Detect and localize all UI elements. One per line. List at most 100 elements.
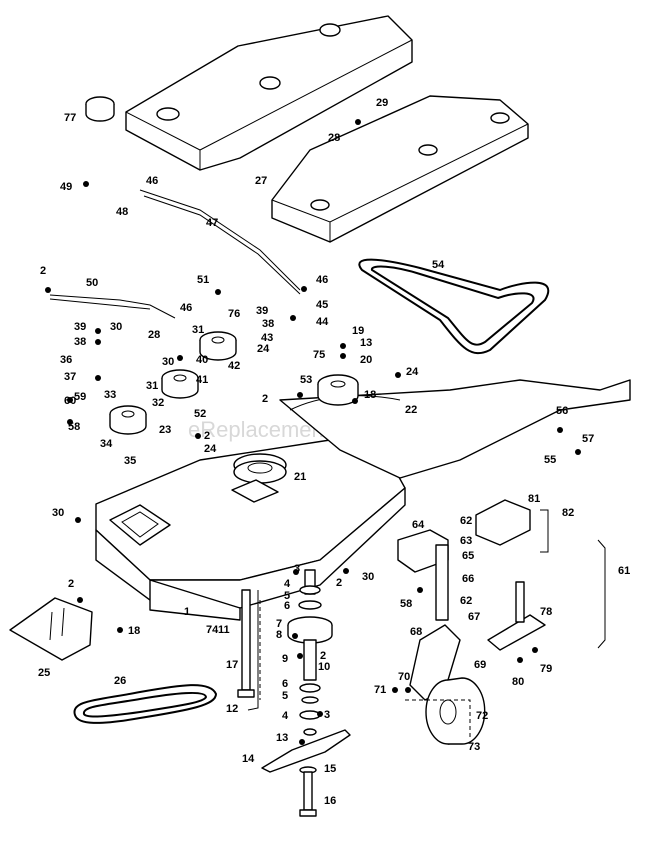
callout-46: 46	[146, 175, 158, 187]
callout-14: 14	[242, 753, 255, 765]
callout-79: 79	[540, 663, 552, 675]
callout-11: 11	[218, 624, 230, 636]
callout-55: 55	[544, 454, 556, 466]
callout-6: 6	[284, 600, 290, 612]
callout-41: 41	[196, 374, 208, 386]
callout-42: 42	[228, 360, 240, 372]
callout-45: 45	[316, 299, 328, 311]
pulley-20	[317, 374, 359, 406]
callout-2: 2	[262, 393, 268, 405]
callout-46: 46	[180, 302, 192, 314]
callout-34: 34	[100, 438, 113, 450]
pulley-31-top	[199, 331, 237, 361]
callout-43: 43	[261, 332, 273, 344]
callout-62: 62	[460, 515, 472, 527]
callout-24: 24	[257, 343, 270, 355]
rod-50	[49, 294, 176, 319]
callout-18: 18	[364, 389, 376, 401]
callout-80: 80	[512, 676, 524, 688]
cover-knob	[85, 96, 115, 122]
callout-2: 2	[320, 650, 326, 662]
callout-28: 28	[328, 132, 340, 144]
callout-30: 30	[110, 321, 122, 333]
callout-60: 60	[64, 395, 76, 407]
pulley-34	[109, 405, 147, 435]
callout-54: 54	[432, 259, 445, 271]
callout-2: 2	[40, 265, 46, 277]
callout-21: 21	[294, 471, 306, 483]
callout-57: 57	[582, 433, 594, 445]
callout-24: 24	[204, 443, 217, 455]
bracket-line-61	[597, 539, 606, 649]
callout-30: 30	[362, 571, 374, 583]
callout-64: 64	[412, 519, 425, 531]
callout-35: 35	[124, 455, 136, 467]
callout-62: 62	[460, 595, 472, 607]
callout-39: 39	[256, 305, 268, 317]
arm-78	[487, 614, 546, 651]
callout-23: 23	[159, 424, 171, 436]
callout-50: 50	[86, 277, 98, 289]
callout-4: 4	[282, 710, 289, 722]
callout-38: 38	[74, 336, 86, 348]
callout-20: 20	[360, 354, 372, 366]
pulley-31-mid	[161, 369, 199, 399]
callout-15: 15	[324, 763, 336, 775]
callout-19: 19	[352, 325, 364, 337]
belt-26	[73, 684, 218, 724]
deck-cover-right	[271, 95, 529, 243]
callout-39: 39	[74, 321, 86, 333]
callout-77: 77	[64, 112, 76, 124]
control-rod-47	[139, 189, 301, 291]
callout-31: 31	[146, 380, 158, 392]
callout-6: 6	[282, 678, 288, 690]
shaft-17	[237, 589, 261, 700]
callout-17: 17	[226, 659, 238, 671]
callout-2: 2	[336, 577, 342, 589]
callout-58: 58	[400, 598, 412, 610]
callout-74: 74	[206, 624, 219, 636]
callout-2: 2	[68, 578, 74, 590]
callout-28: 28	[148, 329, 160, 341]
callout-81: 81	[528, 493, 540, 505]
callout-27: 27	[255, 175, 267, 187]
callout-70: 70	[398, 671, 410, 683]
callout-68: 68	[410, 626, 422, 638]
callout-12: 12	[226, 703, 238, 715]
deck-cover-left	[125, 15, 413, 171]
callout-25: 25	[38, 667, 50, 679]
callout-37: 37	[64, 371, 76, 383]
callout-30: 30	[162, 356, 174, 368]
callout-69: 69	[474, 659, 486, 671]
callout-61: 61	[618, 565, 630, 577]
callout-16: 16	[324, 795, 336, 807]
callout-58: 58	[68, 421, 80, 433]
callout-30: 30	[52, 507, 64, 519]
callout-67: 67	[468, 611, 480, 623]
callout-32: 32	[152, 397, 164, 409]
callout-31: 31	[192, 324, 204, 336]
callout-46: 46	[316, 274, 328, 286]
mower-deck	[95, 439, 406, 621]
callout-5: 5	[282, 690, 288, 702]
callout-1: 1	[184, 606, 190, 618]
rear-guard	[279, 379, 631, 479]
callout-13: 13	[360, 337, 372, 349]
fasteners	[45, 119, 581, 745]
callout-51: 51	[197, 274, 209, 286]
callout-24: 24	[406, 366, 419, 378]
callout-78: 78	[540, 606, 552, 618]
callout-7: 7	[276, 618, 282, 630]
callout-3: 3	[324, 709, 330, 721]
callout-56: 56	[556, 405, 568, 417]
spindle-assembly	[287, 569, 333, 736]
callout-26: 26	[114, 675, 126, 687]
callout-8: 8	[276, 629, 282, 641]
callout-71: 71	[374, 684, 386, 696]
callout-3: 3	[294, 563, 300, 575]
callout-2: 2	[204, 430, 210, 442]
blade-14	[261, 729, 351, 773]
bracket-82	[475, 499, 531, 546]
